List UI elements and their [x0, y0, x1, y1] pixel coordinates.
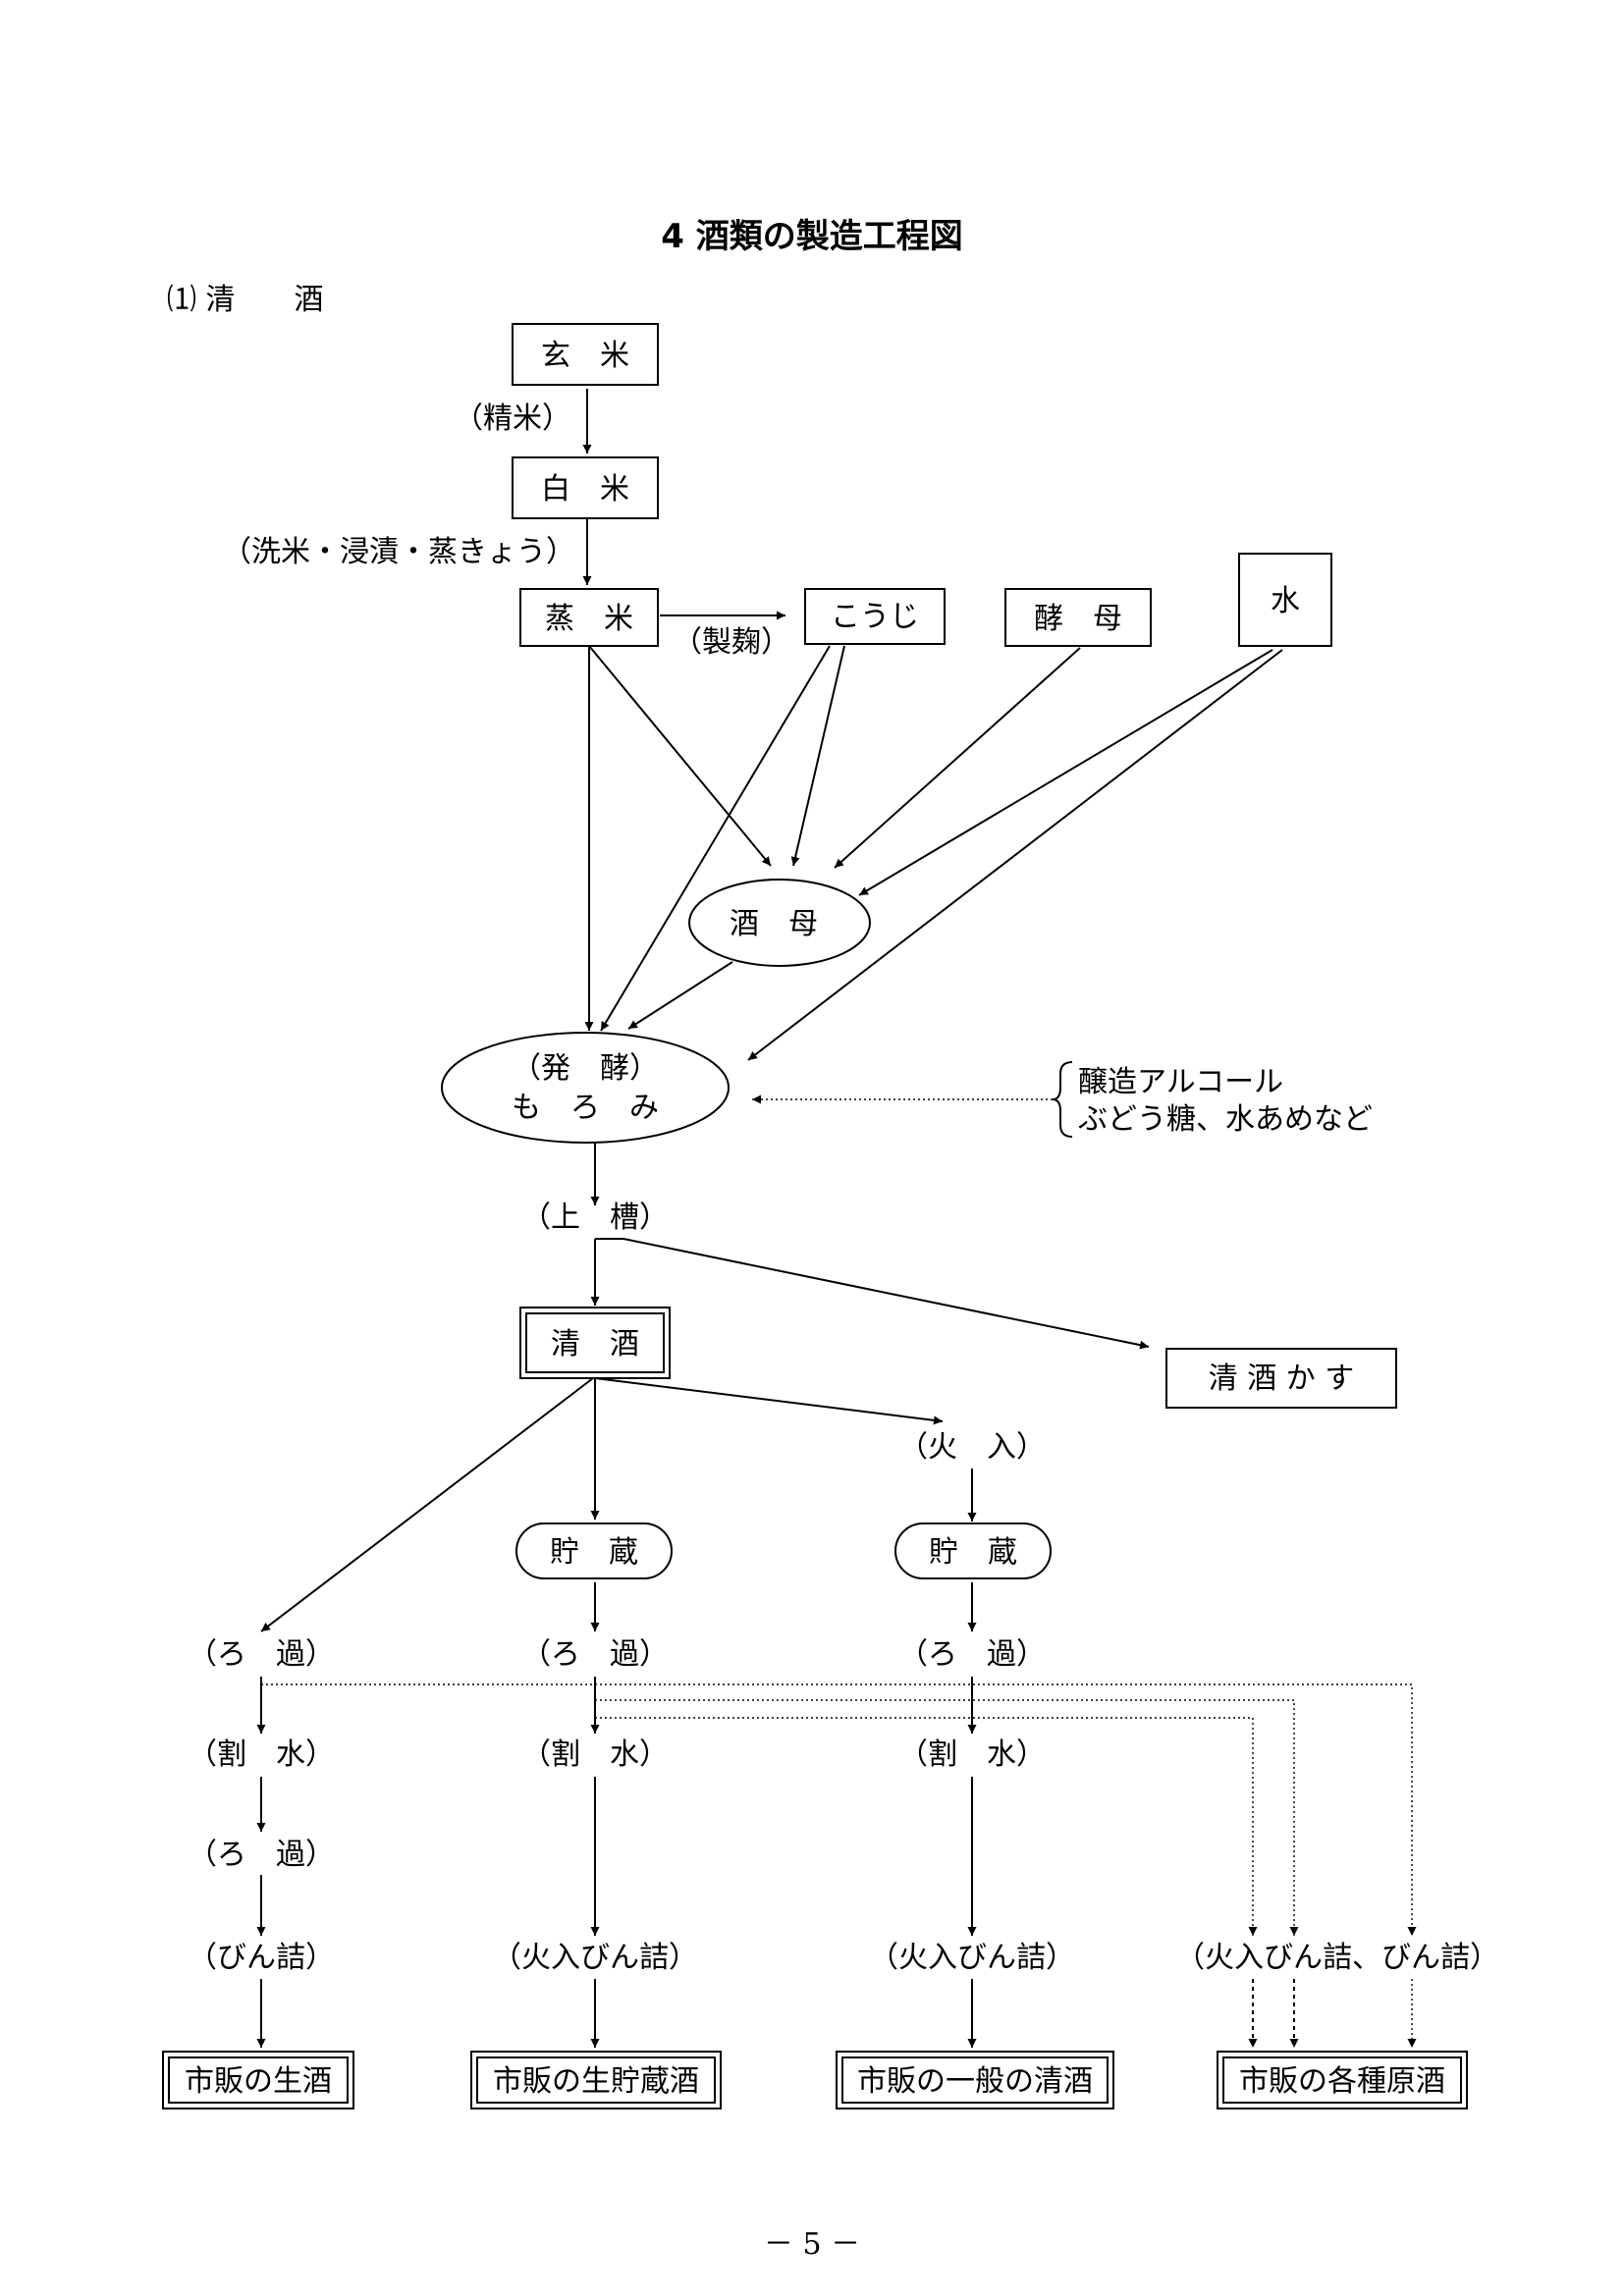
arrow-jouso-kasu [623, 1238, 1150, 1350]
arrow-kouji-shubo [790, 645, 845, 867]
node-mizu-label: 水 [1271, 584, 1300, 618]
product-4: 市販の各種原酒 [1217, 2051, 1468, 2109]
flow-arrows [256, 389, 1417, 2048]
label-seimai: （精米） [454, 401, 571, 436]
arrow-shubo-moromi [627, 961, 733, 1030]
node-moromi-label-2: も ろ み [512, 1091, 659, 1125]
node-chozo-b-label: 貯 蔵 [929, 1535, 1017, 1570]
node-moromi: （発 酵） も ろ み [441, 1032, 730, 1144]
c1-step-2: （割 水） [188, 1737, 335, 1772]
c2-step-2: （割 水） [521, 1737, 669, 1772]
column-2: （ろ 過） （割 水） （火入びん詰） [492, 1637, 698, 1975]
additive-line-1: 醸造アルコール [1078, 1065, 1283, 1099]
column-1: （ろ 過） （割 水） （ろ 過） （びん詰） [188, 1637, 335, 1975]
node-mushimai: 蒸 米 [519, 588, 659, 647]
process-labels: （精米） （洗米・浸漬・蒸きょう） （製麹） （上 槽） （火 入） [222, 401, 1046, 1465]
node-moromi-label-1: （発 酵） [512, 1051, 659, 1086]
product-2: 市販の生貯蔵酒 [470, 2051, 722, 2109]
c3-step-3: （火入びん詰） [869, 1941, 1075, 1975]
product-3: 市販の一般の清酒 [836, 2051, 1114, 2109]
product-3-label: 市販の一般の清酒 [857, 2064, 1093, 2099]
node-shubo: 酒 母 [688, 879, 871, 967]
c1-step-4: （びん詰） [188, 1941, 335, 1975]
c2-step-1: （ろ 過） [521, 1637, 669, 1672]
column-3: （ろ 過） （割 水） （火入びん詰） [869, 1637, 1075, 1975]
node-chozo-a: 貯 蔵 [515, 1522, 673, 1579]
arrow-seishu-hiire [594, 1377, 944, 1425]
additives: 醸造アルコール ぶどう糖、水あめなど [1078, 1065, 1373, 1137]
additive-line-2: ぶどう糖、水あめなど [1078, 1102, 1373, 1137]
node-koubo: 酵 母 [1004, 588, 1152, 647]
c3-step-2: （割 水） [898, 1737, 1046, 1772]
node-hakumai-label: 白 米 [541, 472, 629, 507]
node-chozo-a-label: 貯 蔵 [550, 1535, 638, 1570]
page-title: 4 酒類の製造工程図 [661, 217, 963, 256]
arrow-mizu-shubo [858, 649, 1273, 896]
node-kouji-label: こうじ [831, 600, 919, 634]
node-seishu: 清 酒 [519, 1307, 671, 1379]
node-genmai-label: 玄 米 [541, 339, 629, 373]
additives-brace [1052, 1061, 1073, 1138]
product-2-label: 市販の生貯蔵酒 [493, 2064, 699, 2099]
bypass-col1-col4 [261, 1683, 1417, 1936]
node-chozo-b: 貯 蔵 [894, 1522, 1052, 1579]
node-seishu-label: 清 酒 [551, 1327, 639, 1362]
node-mushimai-label: 蒸 米 [545, 602, 633, 636]
product-4-label: 市販の各種原酒 [1239, 2064, 1445, 2099]
label-seikiku: （製麹） [673, 625, 790, 660]
node-kouji: こうじ [804, 588, 946, 645]
bypass-col2-col4 [595, 1699, 1299, 1936]
arrow-mizu-moromi [747, 649, 1283, 1061]
c1-step-3: （ろ 過） [188, 1838, 335, 1872]
node-koubo-label: 酵 母 [1034, 602, 1122, 636]
arrow-seishu-col1 [260, 1377, 594, 1632]
c3-step-1: （ろ 過） [898, 1637, 1046, 1672]
product-1-label: 市販の生酒 [185, 2064, 332, 2099]
node-kasu: 清 酒 か す [1165, 1348, 1397, 1409]
c4-step-1: （火入びん詰、びん詰） [1175, 1941, 1499, 1975]
node-shubo-label: 酒 母 [730, 907, 818, 941]
page-number: － 5 － [764, 2227, 860, 2262]
section-heading: ⑴ 清 酒 [167, 283, 324, 317]
label-senmai: （洗米・浸漬・蒸きょう） [222, 535, 575, 569]
node-kasu-label: 清 酒 か す [1209, 1362, 1355, 1396]
arrow-koubo-shubo [834, 647, 1081, 869]
label-jouso: （上 槽） [521, 1201, 669, 1235]
node-hakumai: 白 米 [512, 456, 659, 519]
label-hiire: （火 入） [898, 1430, 1046, 1465]
c2-step-3: （火入びん詰） [492, 1941, 698, 1975]
column-4: （火入びん詰、びん詰） [1175, 1941, 1499, 1975]
bypass-col3-col4 [595, 1717, 1258, 1936]
product-1: 市販の生酒 [162, 2051, 354, 2109]
arrow-kouji-moromi [600, 645, 831, 1032]
node-genmai: 玄 米 [512, 323, 659, 386]
node-mizu: 水 [1238, 553, 1332, 647]
c1-step-1: （ろ 過） [188, 1637, 335, 1672]
arrow-mushimai-shubo [588, 645, 772, 867]
